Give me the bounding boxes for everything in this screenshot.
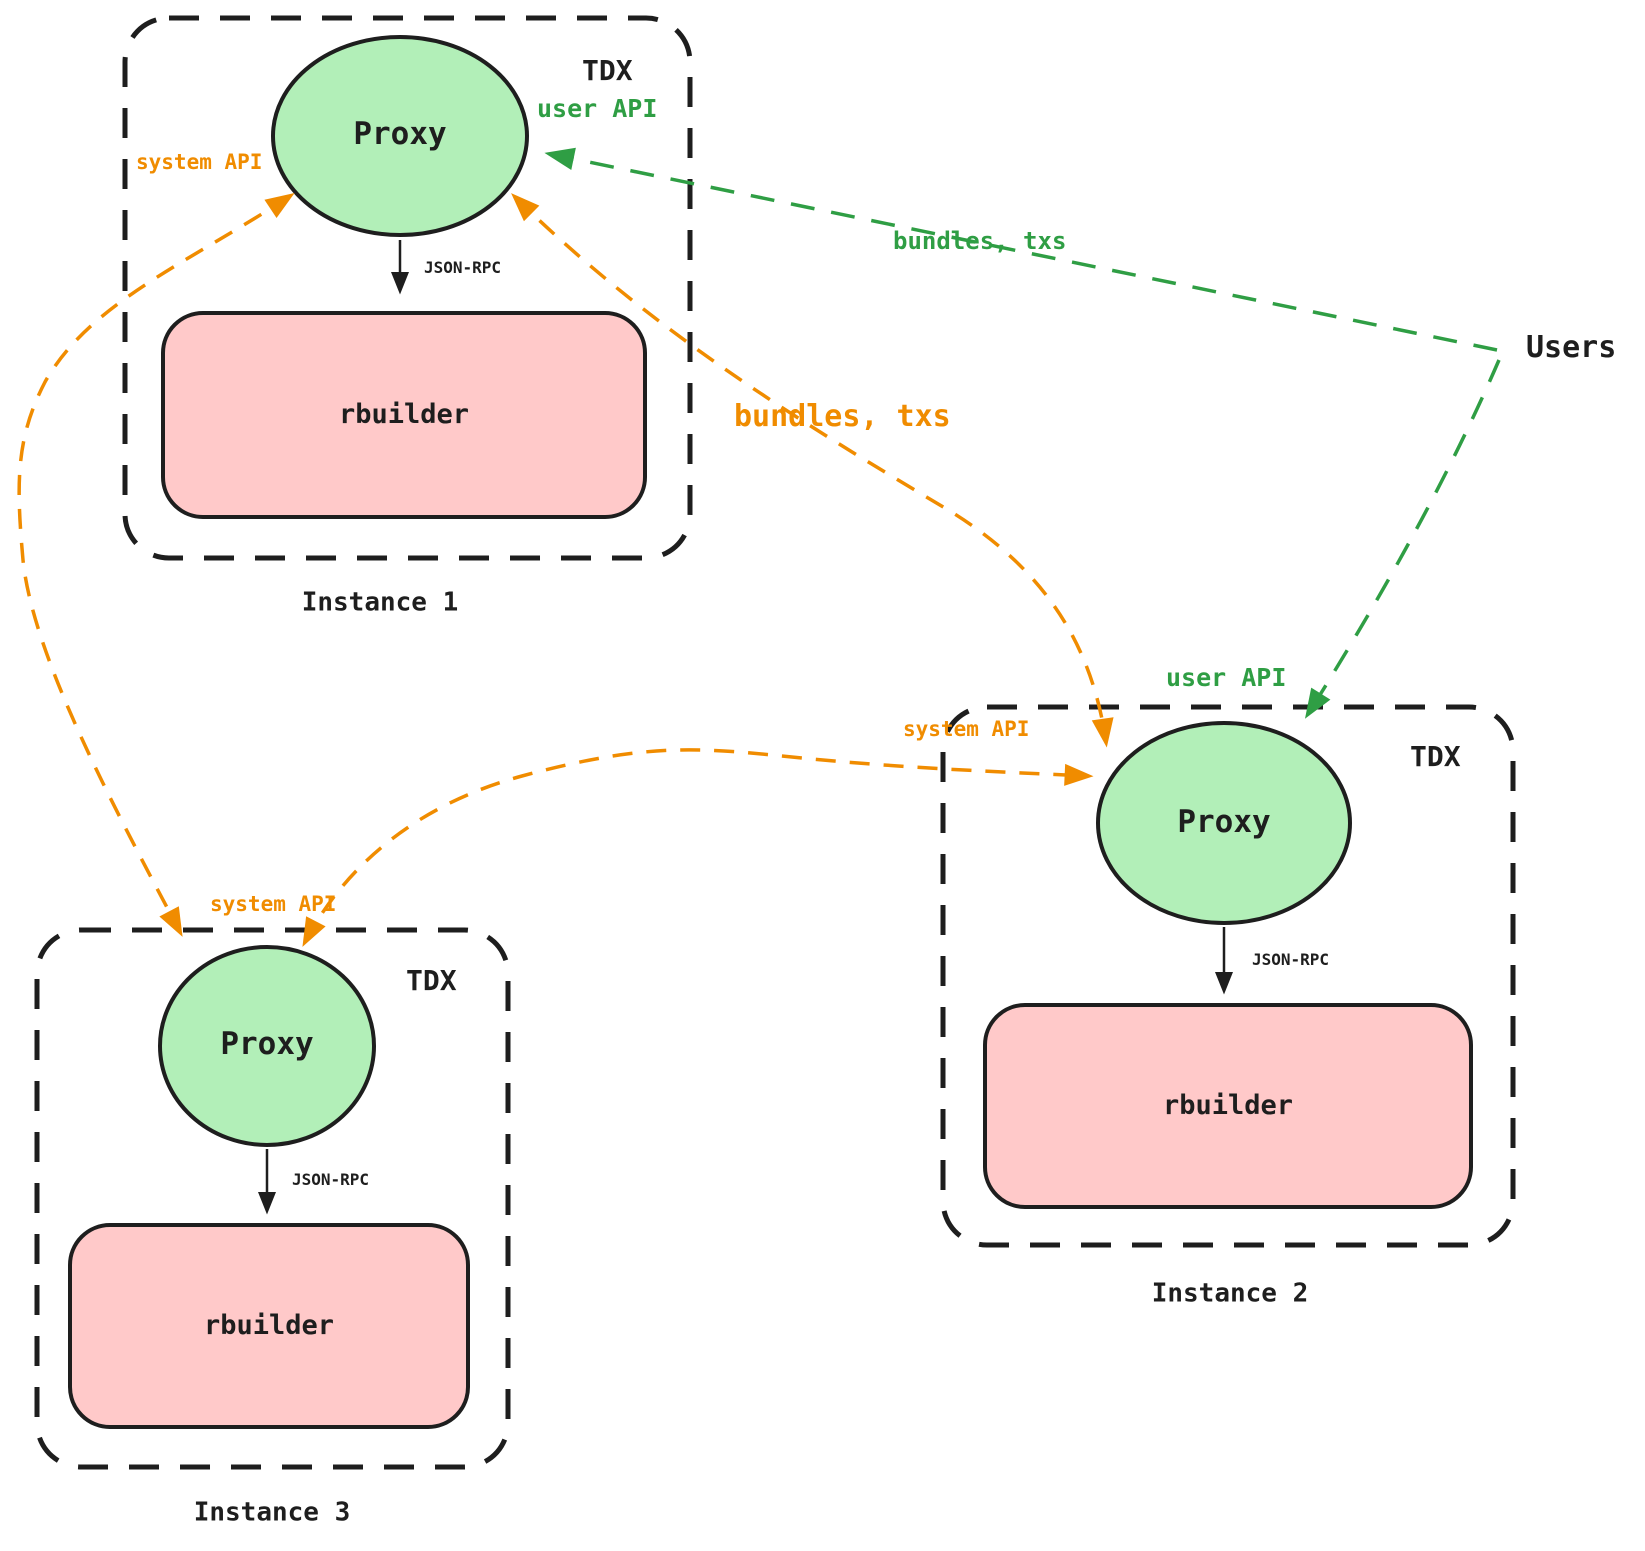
json-rpc-label-instance-2: JSON-RPC	[1252, 950, 1330, 969]
proxy-node-instance-1	[271, 35, 529, 237]
bundles-txs-label-user-flow: bundles, txs	[893, 227, 1067, 255]
proxy-node-instance-2	[1096, 721, 1352, 925]
json-rpc-label-instance-1: JSON-RPC	[424, 258, 502, 277]
bundles-txs-edge-proxy1-proxy2	[511, 193, 1114, 748]
system-api-label-instance-2: system API	[903, 717, 1030, 741]
tdx-label-instance-2: TDX	[1410, 740, 1461, 773]
tdx-label-instance-1: TDX	[582, 54, 633, 87]
rbuilder-label-instance-3: rbuilder	[203, 1310, 335, 1342]
instance-1-caption: Instance 1	[301, 587, 459, 618]
json-rpc-label-instance-3: JSON-RPC	[292, 1170, 370, 1189]
rbuilder-label-instance-2: rbuilder	[1162, 1090, 1294, 1122]
user-api-label-instance-2: user API	[1166, 663, 1287, 692]
proxy-label-instance-2: Proxy	[1177, 803, 1271, 840]
instance-2-tdx-boundary	[940, 704, 1516, 1248]
user-api-edge-users-proxy2	[1304, 359, 1501, 719]
system-api-label-instance-1: system API	[136, 150, 263, 174]
system-api-edge-proxy1-proxy3	[17, 192, 295, 937]
rbuilder-label-instance-1: rbuilder	[338, 399, 470, 431]
proxy-label-instance-3: Proxy	[220, 1025, 314, 1062]
instance-3-tdx-boundary	[34, 927, 511, 1470]
proxy-label-instance-1: Proxy	[353, 115, 447, 152]
instance-3-caption: Instance 3	[193, 1497, 351, 1528]
tdx-label-instance-3: TDX	[406, 964, 457, 997]
users-label: Users	[1526, 330, 1617, 365]
bundles-txs-label-system-flow: bundles, txs	[734, 399, 951, 434]
system-api-label-instance-3: system API	[210, 892, 337, 916]
system-api-edge-proxy3-proxy2	[302, 748, 1094, 947]
rbuilder-node-instance-3	[68, 1223, 470, 1429]
proxy-node-instance-3	[158, 945, 376, 1147]
user-api-label-instance-1: user API	[537, 94, 658, 123]
rbuilder-node-instance-2	[983, 1003, 1473, 1209]
instance-2-caption: Instance 2	[1151, 1278, 1309, 1309]
